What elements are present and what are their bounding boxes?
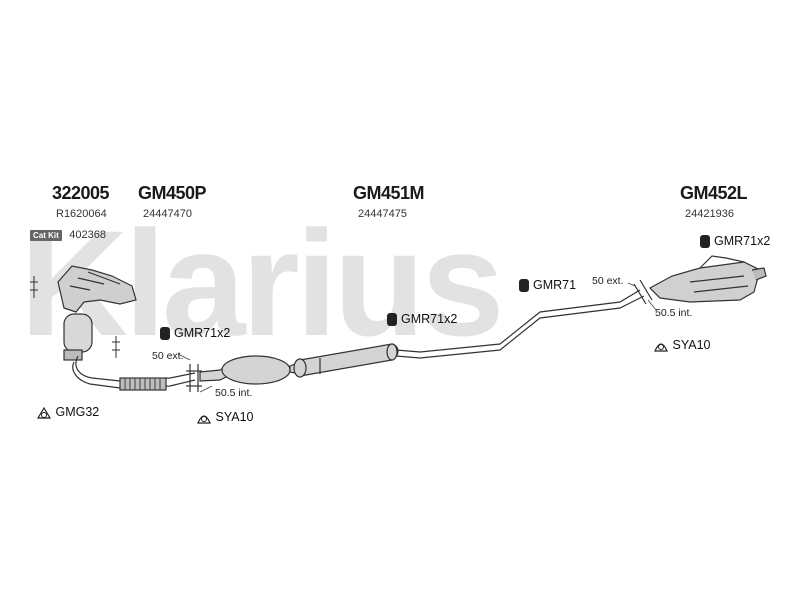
rubber-mount-icon [519, 279, 529, 293]
joint-front-int: 50.5 int. [215, 387, 253, 399]
joint-rear-int: 50.5 int. [655, 307, 693, 319]
catalyst-manifold [57, 265, 137, 361]
middle-silencer [293, 343, 399, 378]
fitting-sya-front: SYA10 [196, 410, 253, 425]
joint-front-ext: 50 ext. [152, 350, 184, 362]
part-code-rear: GM452L [680, 183, 748, 203]
leader-lines [177, 282, 657, 393]
part-ref-front-pipe: 24447470 [143, 208, 192, 220]
rear-box [649, 255, 767, 303]
front-muffler [199, 355, 301, 385]
catkit-row: Cat Kit 402368 [30, 225, 106, 243]
mid-pipe [395, 289, 645, 359]
fitting-gmg: GMG32 [36, 405, 99, 420]
part-ref-middle: 24447475 [358, 208, 407, 220]
part-ref-rear: 24421936 [685, 208, 734, 220]
front-joint-clamp [186, 364, 202, 392]
joint-rear-ext: 50 ext. [592, 275, 624, 287]
part-code-catalyst: 322005 [52, 183, 110, 203]
rubber-mount-icon [700, 235, 710, 249]
part-ref-catalyst: R1620064 [56, 208, 107, 220]
lambda-sensor-icon [30, 276, 120, 358]
clamp-icon [197, 415, 211, 424]
rear-joint-clamp [633, 279, 653, 305]
catkit-number: 402368 [69, 229, 106, 241]
clamp-icon [654, 343, 668, 352]
fitting-sya-rear: SYA10 [653, 338, 710, 353]
fitting-gmr-front: GMR71x2 [160, 326, 230, 341]
front-pipe [72, 355, 196, 391]
fitting-gmr-rear-box: GMR71x2 [700, 234, 770, 249]
part-code-middle: GM451M [353, 183, 425, 203]
rubber-mount-icon [387, 313, 397, 327]
gasket-icon [36, 406, 52, 419]
rubber-mount-icon [160, 327, 170, 341]
part-code-front-pipe: GM450P [138, 183, 207, 203]
fitting-gmr-rear-pipe: GMR71 [519, 278, 576, 293]
fitting-gmr-middle: GMR71x2 [387, 312, 457, 327]
catkit-badge: Cat Kit [30, 230, 62, 241]
